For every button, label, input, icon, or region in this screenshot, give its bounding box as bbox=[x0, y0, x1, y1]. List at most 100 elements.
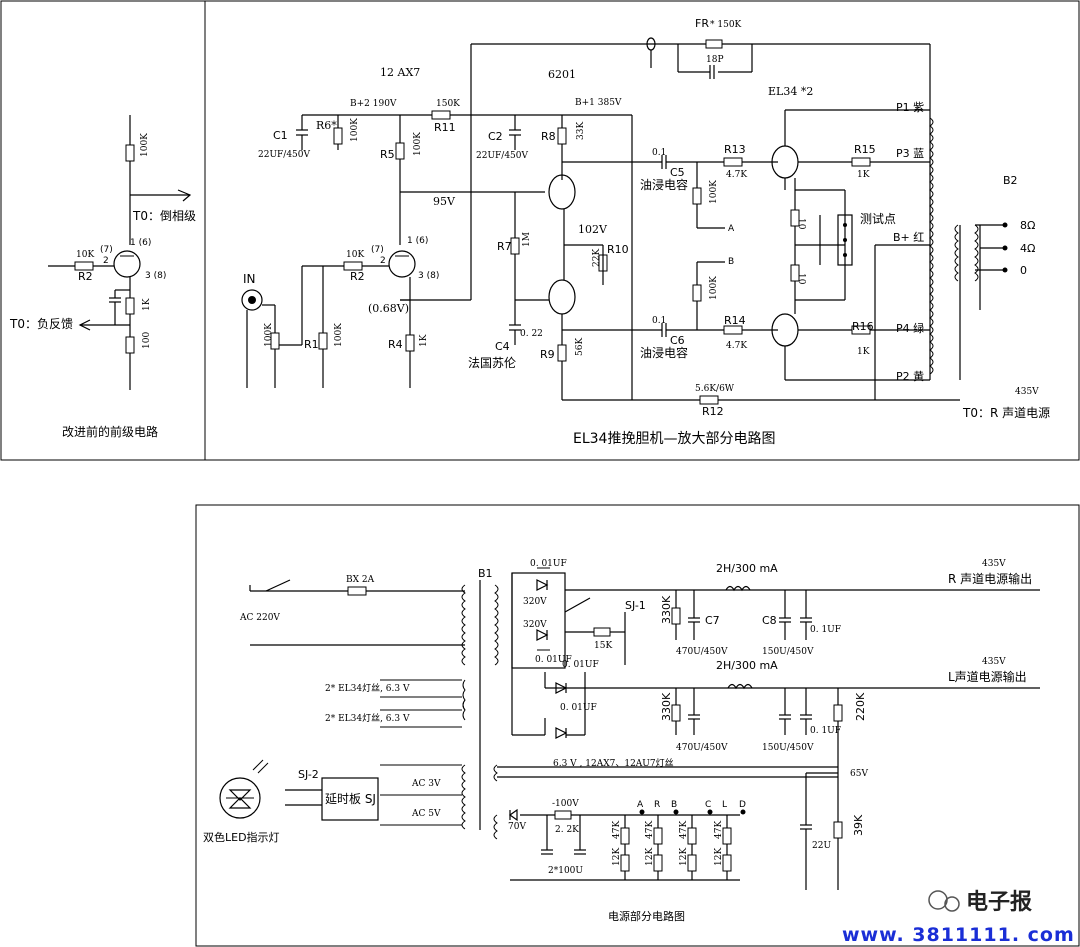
led-label: 双色LED指示灯 bbox=[203, 830, 280, 844]
c001d-value: 0. 01UF bbox=[560, 703, 597, 713]
r10-value: 22K bbox=[592, 249, 602, 267]
r2-value: 10K bbox=[346, 250, 364, 260]
l-channel-out-label: L声道电源输出 bbox=[948, 669, 1027, 684]
amp-title: EL34推挽胆机—放大部分电路图 bbox=[573, 431, 775, 447]
website-url[interactable]: www. 3811111. com bbox=[842, 924, 1075, 946]
phase-splitter-label: T0：倒相级 bbox=[132, 209, 196, 223]
ac5v-label: AC 5V bbox=[411, 809, 441, 819]
fil-12ax7-label: 6.3 V , 12AX7、12AU7灯丝 bbox=[553, 757, 674, 769]
sj1-label: SJ-1 bbox=[625, 599, 646, 612]
p3-label: P3 蓝 bbox=[896, 147, 924, 160]
r5-label: R5 bbox=[380, 148, 395, 161]
c001b-value: 0. 01UF bbox=[535, 655, 572, 665]
c8-label: C8 bbox=[762, 614, 777, 627]
v068-label: (0.68V) bbox=[368, 302, 409, 315]
r16-label: R16 bbox=[852, 320, 874, 333]
pin-b-label: B bbox=[671, 800, 677, 810]
fil-el34-a-label: 2* EL34灯丝, 6.3 V bbox=[325, 682, 410, 694]
r4-label: R4 bbox=[388, 338, 403, 351]
c9-value: 470U/450V bbox=[676, 743, 728, 753]
v95-label: 95V bbox=[433, 195, 456, 208]
k47d-value: 47K bbox=[714, 821, 724, 839]
b-plus-190-label: B+2 190V bbox=[350, 99, 397, 109]
r330k-b-value: 330K bbox=[660, 692, 673, 721]
c001a-value: 0. 01UF bbox=[530, 559, 567, 569]
point-b-label: B bbox=[728, 257, 734, 267]
r10-label: R10 bbox=[607, 243, 629, 256]
fr-label: FR bbox=[695, 17, 709, 30]
r11-label: R11 bbox=[434, 121, 456, 134]
v1-pin-2: 2 bbox=[380, 256, 386, 266]
c22u-value: 22U bbox=[812, 841, 831, 851]
v70-label: 70V bbox=[508, 822, 526, 832]
r39k-value: 39K bbox=[852, 814, 865, 836]
v435b-label: 435V bbox=[982, 657, 1006, 667]
c5-label: C5 bbox=[670, 166, 685, 179]
old-pin-7: (7) bbox=[100, 245, 113, 255]
r14-label: R14 bbox=[724, 314, 746, 327]
old-pin-3-8: 3 (8) bbox=[145, 271, 166, 281]
tube-12ax7-label: 12 AX7 bbox=[380, 66, 420, 79]
r8-value: 33K bbox=[576, 122, 586, 140]
c7-value: 470U/450V bbox=[676, 647, 728, 657]
r-channel-out-label: R 声道电源输出 bbox=[948, 571, 1032, 586]
c1-value: 22UF/450V bbox=[258, 150, 310, 160]
c100u-value: 2*100U bbox=[548, 866, 583, 876]
tube-el34-label: EL34 *2 bbox=[768, 85, 813, 98]
c1-label: C1 bbox=[273, 129, 288, 142]
pin-d-label: D bbox=[739, 800, 746, 810]
grid-r-b-value: 100K bbox=[709, 276, 719, 300]
r8-label: R8 bbox=[541, 130, 556, 143]
power-title: 电源部分电路图 bbox=[608, 909, 685, 923]
fil-el34-b-label: 2* EL34灯丝, 6.3 V bbox=[325, 712, 410, 724]
k47a-value: 47K bbox=[612, 821, 622, 839]
r13-value: 4.7K bbox=[726, 170, 747, 180]
r16-value: 1K bbox=[857, 347, 870, 357]
k47b-value: 47K bbox=[645, 821, 655, 839]
r5-value: 100K bbox=[413, 132, 423, 156]
delay-board-label: 延时板 SJ bbox=[325, 792, 376, 806]
b1-label: B1 bbox=[478, 567, 493, 580]
brand-name: 电子报 bbox=[966, 890, 1032, 915]
r220k-value: 220K bbox=[854, 692, 867, 721]
old-circuit-title: 改进前的前级电路 bbox=[62, 424, 158, 439]
c2-label: C2 bbox=[488, 130, 503, 143]
brand-logo bbox=[928, 890, 960, 912]
c01b-value: 0. 1UF bbox=[810, 726, 841, 736]
grid-r-a-value: 100K bbox=[709, 180, 719, 204]
amp-circuit-frame bbox=[204, 0, 1080, 461]
c2-value: 22UF/450V bbox=[476, 151, 528, 161]
r4-value: 1K bbox=[419, 334, 429, 347]
r1-pot-value: 100K bbox=[264, 323, 274, 347]
c8-value: 150U/450V bbox=[762, 647, 814, 657]
c7-label: C7 bbox=[705, 614, 720, 627]
r22k-value: 2. 2K bbox=[555, 825, 579, 835]
r15k-value: 15K bbox=[594, 641, 612, 651]
oil-cap-2-label: 油浸电容 bbox=[640, 345, 688, 360]
v1-pin-3-8: 3 (8) bbox=[418, 271, 439, 281]
r1-label: R1 bbox=[304, 338, 319, 351]
r6-value: 100K bbox=[350, 118, 360, 142]
v435-amp-label: 435V bbox=[1015, 387, 1039, 397]
old-circuit-frame bbox=[0, 0, 206, 461]
b2-label: B2 bbox=[1003, 174, 1018, 187]
old-1k-value: 1K bbox=[142, 298, 152, 311]
old-100k-value: 100K bbox=[140, 133, 150, 157]
ac3v-label: AC 3V bbox=[411, 779, 441, 789]
ac220-label: AC 220V bbox=[239, 613, 280, 623]
r15-value: 1K bbox=[857, 170, 870, 180]
k12c-value: 12K bbox=[679, 848, 689, 866]
fuse-label: BX 2A bbox=[346, 575, 375, 585]
out-4-ohm: 4Ω bbox=[1020, 242, 1035, 255]
test-point-label: 测试点 bbox=[860, 211, 896, 226]
c6-label: C6 bbox=[670, 334, 685, 347]
r6-label: R6* bbox=[316, 119, 337, 132]
out-0-ohm: 0 bbox=[1020, 264, 1027, 277]
old-100-value: 100 bbox=[142, 332, 152, 349]
amp-wiring bbox=[241, 37, 1008, 405]
r9-label: R9 bbox=[540, 348, 555, 361]
r12-value: 5.6K/6W bbox=[695, 384, 735, 394]
k12a-value: 12K bbox=[612, 848, 622, 866]
v100-label: -100V bbox=[552, 799, 579, 809]
